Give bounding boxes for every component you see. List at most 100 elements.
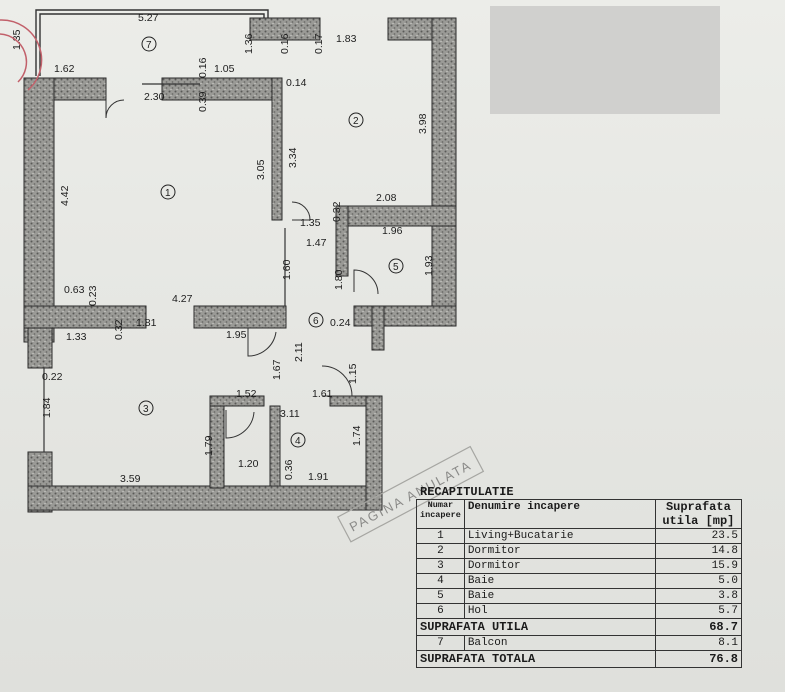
svg-text:6: 6 bbox=[313, 316, 319, 327]
svg-text:2.30: 2.30 bbox=[144, 91, 165, 103]
svg-text:0.16: 0.16 bbox=[197, 57, 209, 78]
table-row: 3 Dormitor 15.9 bbox=[416, 558, 743, 574]
svg-text:1.33: 1.33 bbox=[66, 331, 87, 343]
header-area: Suprafata utila [mp] bbox=[654, 499, 743, 529]
svg-text:1.80: 1.80 bbox=[333, 269, 345, 290]
svg-text:1.83: 1.83 bbox=[336, 33, 357, 45]
table-row: 7 Balcon 8.1 bbox=[416, 635, 743, 651]
table-row: 6 Hol 5.7 bbox=[416, 603, 743, 619]
room-marker-7: 7 bbox=[141, 36, 157, 52]
util-area-value: 68.7 bbox=[654, 618, 743, 636]
room-marker-6: 6 bbox=[308, 312, 324, 328]
svg-text:3.05: 3.05 bbox=[255, 159, 267, 180]
balcony-outline bbox=[35, 9, 269, 76]
svg-text:0.24: 0.24 bbox=[330, 317, 351, 329]
recap-header-row: Numar incapere Denumire incapere Suprafa… bbox=[416, 499, 743, 529]
row-name: Baie bbox=[463, 588, 656, 604]
total-area-label: SUPRAFATA TOTALA bbox=[416, 650, 656, 668]
svg-text:3: 3 bbox=[143, 404, 149, 415]
recap-title: RECAPITULATIE bbox=[420, 485, 514, 499]
svg-text:1.15: 1.15 bbox=[347, 363, 359, 384]
svg-text:3.98: 3.98 bbox=[417, 113, 429, 134]
svg-text:1.61: 1.61 bbox=[312, 388, 333, 400]
row-num: 6 bbox=[416, 603, 465, 619]
interior-lines bbox=[43, 18, 286, 452]
svg-text:1.74: 1.74 bbox=[351, 425, 363, 446]
room-marker-3: 3 bbox=[138, 400, 154, 416]
svg-text:3.59: 3.59 bbox=[120, 473, 141, 485]
svg-text:4.42: 4.42 bbox=[59, 185, 71, 206]
row-area: 5.7 bbox=[654, 603, 743, 619]
room-marker-4: 4 bbox=[290, 432, 306, 448]
dimension-labels: 5.27 1.62 1.05 1.36 0.16 0.17 1.83 2.30 … bbox=[11, 12, 435, 485]
row-num: 1 bbox=[416, 528, 465, 544]
svg-text:0.22: 0.22 bbox=[42, 371, 63, 383]
svg-text:1.93: 1.93 bbox=[423, 255, 435, 276]
redacted-area bbox=[490, 6, 720, 114]
door-swings bbox=[105, 99, 379, 439]
row-num: 7 bbox=[416, 635, 465, 651]
svg-text:5: 5 bbox=[393, 262, 399, 273]
svg-text:0.63: 0.63 bbox=[64, 284, 85, 296]
svg-text:1.95: 1.95 bbox=[226, 329, 247, 341]
seal-fragment bbox=[0, 19, 43, 91]
row-name: Living+Bucatarie bbox=[463, 528, 656, 544]
row-num: 2 bbox=[416, 543, 465, 559]
room-marker-2: 2 bbox=[348, 112, 364, 128]
row-area: 5.0 bbox=[654, 573, 743, 589]
row-name: Balcon bbox=[463, 635, 656, 651]
total-area-row: SUPRAFATA TOTALA 76.8 bbox=[416, 650, 743, 668]
room-marker-1: 1 bbox=[160, 184, 176, 200]
util-area-row: SUPRAFATA UTILA 68.7 bbox=[416, 618, 743, 636]
header-name: Denumire incapere bbox=[463, 499, 656, 529]
row-area: 23.5 bbox=[654, 528, 743, 544]
row-area: 3.8 bbox=[654, 588, 743, 604]
table-row: 4 Baie 5.0 bbox=[416, 573, 743, 589]
row-area: 8.1 bbox=[654, 635, 743, 651]
svg-text:1.84: 1.84 bbox=[41, 397, 53, 418]
row-name: Dormitor bbox=[463, 558, 656, 574]
svg-text:1.35: 1.35 bbox=[300, 217, 321, 229]
svg-text:0.32: 0.32 bbox=[113, 319, 125, 340]
util-area-label: SUPRAFATA UTILA bbox=[416, 618, 656, 636]
svg-text:0.14: 0.14 bbox=[286, 77, 307, 89]
table-row: 5 Baie 3.8 bbox=[416, 588, 743, 604]
svg-text:3.11: 3.11 bbox=[280, 408, 300, 420]
svg-text:1.62: 1.62 bbox=[54, 63, 75, 75]
header-num: Numar incapere bbox=[416, 499, 465, 529]
row-name: Dormitor bbox=[463, 543, 656, 559]
svg-text:3.34: 3.34 bbox=[287, 147, 299, 168]
room-markers: 7 1 2 5 6 3 4 bbox=[138, 36, 404, 448]
svg-text:4: 4 bbox=[295, 436, 301, 447]
svg-text:1: 1 bbox=[165, 188, 171, 199]
svg-text:1.91: 1.91 bbox=[308, 471, 329, 483]
svg-text:1.81: 1.81 bbox=[136, 317, 157, 329]
svg-text:0.32: 0.32 bbox=[331, 201, 343, 222]
svg-text:1.47: 1.47 bbox=[306, 237, 327, 249]
row-area: 15.9 bbox=[654, 558, 743, 574]
svg-text:0.17: 0.17 bbox=[313, 33, 325, 54]
table-row: 2 Dormitor 14.8 bbox=[416, 543, 743, 559]
row-num: 4 bbox=[416, 573, 465, 589]
walls bbox=[23, 17, 457, 513]
svg-text:2.08: 2.08 bbox=[376, 192, 397, 204]
svg-text:0.39: 0.39 bbox=[197, 91, 209, 112]
svg-text:5.27: 5.27 bbox=[138, 12, 159, 24]
svg-text:2.11: 2.11 bbox=[293, 342, 305, 362]
row-area: 14.8 bbox=[654, 543, 743, 559]
svg-text:1.52: 1.52 bbox=[236, 388, 257, 400]
svg-text:1.79: 1.79 bbox=[203, 435, 215, 456]
svg-text:0.23: 0.23 bbox=[87, 285, 99, 306]
svg-text:0.36: 0.36 bbox=[283, 459, 295, 480]
total-area-value: 76.8 bbox=[654, 650, 743, 668]
svg-text:7: 7 bbox=[146, 40, 152, 51]
svg-text:4.27: 4.27 bbox=[172, 293, 193, 305]
row-num: 5 bbox=[416, 588, 465, 604]
svg-text:1.05: 1.05 bbox=[214, 63, 235, 75]
svg-text:2: 2 bbox=[353, 116, 359, 127]
svg-text:1.20: 1.20 bbox=[238, 458, 259, 470]
row-name: Baie bbox=[463, 573, 656, 589]
svg-text:0.16: 0.16 bbox=[279, 33, 291, 54]
